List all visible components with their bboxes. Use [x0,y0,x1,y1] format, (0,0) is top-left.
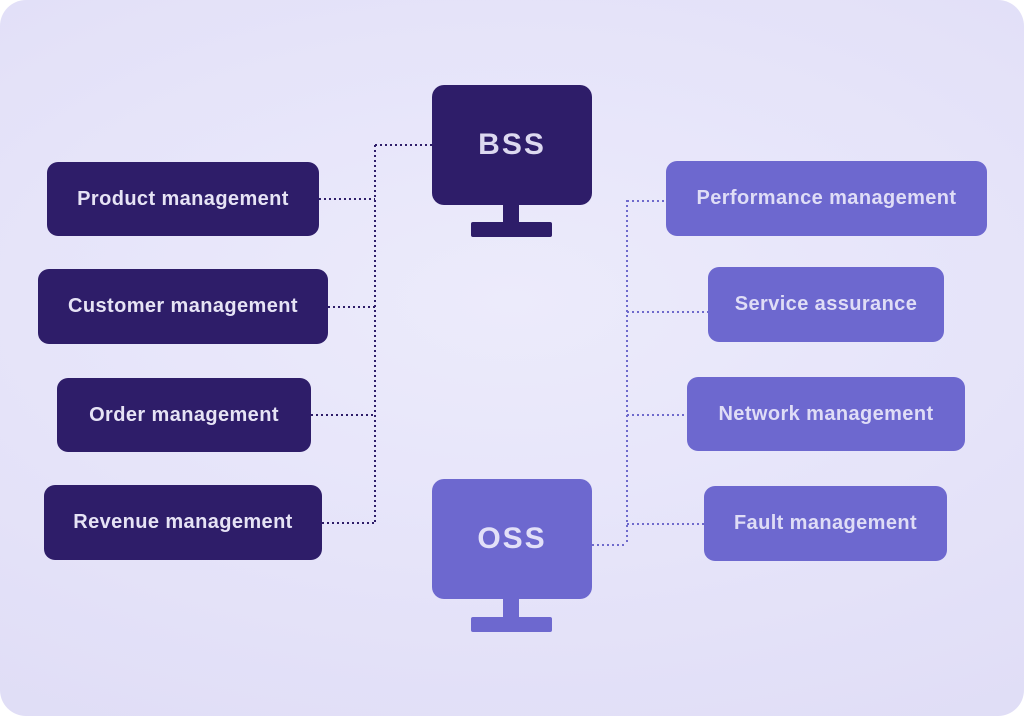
node-product-management: Product management [47,162,319,236]
node-label: Product management [77,187,289,210]
node-label: Revenue management [73,511,293,533]
bss-connector-product [319,198,375,200]
bss-connector-to-monitor [375,144,433,146]
node-label: Network management [718,402,934,425]
bss-connector-trunk [374,145,376,524]
bss-monitor-screen: BSS [432,85,592,205]
bss-connector-order [311,414,375,416]
node-label: Customer management [68,295,298,317]
node-service-assurance: Service assurance [708,267,944,342]
oss-monitor-screen: OSS [432,479,592,599]
oss-label: OSS [477,522,547,555]
bss-label: BSS [478,128,546,161]
node-label: Fault management [733,512,918,534]
oss-connector-fault [627,523,704,525]
bss-monitor-stand-base [471,222,552,237]
oss-monitor-stand-base [471,617,552,632]
bss-connector-customer [328,306,375,308]
node-label: Order management [89,403,279,426]
node-network-management: Network management [687,377,965,451]
bss-monitor-stand-neck [503,205,519,223]
node-customer-management: Customer management [38,269,328,344]
node-order-management: Order management [57,378,311,452]
oss-connector-performance [627,200,667,202]
oss-monitor-stand-neck [503,599,519,617]
node-label: Service assurance [734,293,918,315]
node-fault-management: Fault management [704,486,947,561]
node-label: Performance management [696,187,957,209]
oss-connector-network [627,414,687,416]
node-performance-management: Performance management [666,161,987,236]
oss-connector-service [627,311,708,313]
bss-connector-revenue [322,522,375,524]
oss-connector-to-monitor [592,544,627,546]
oss-connector-trunk [626,200,628,545]
node-revenue-management: Revenue management [44,485,322,560]
